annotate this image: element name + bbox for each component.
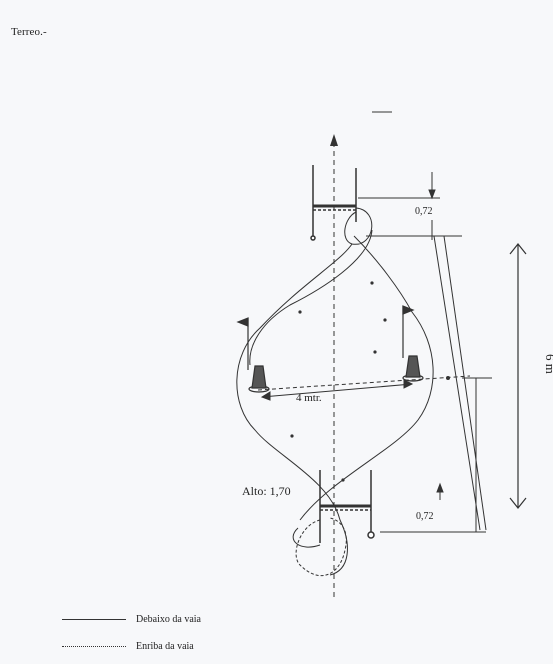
legend-solid-label: Debaixo da vaia — [136, 614, 201, 625]
right-cone-flag — [402, 305, 424, 382]
page-title: Terreo.- — [11, 26, 47, 38]
legend-solid: Debaixo da vaia — [62, 614, 201, 625]
center-axis — [330, 134, 338, 600]
midline-dashed — [257, 375, 471, 391]
total-length-label: 6 m — [543, 354, 553, 374]
gate-spacing-dimension — [366, 235, 492, 533]
course-path-solid — [236, 207, 434, 576]
width-label: 4 mtr. — [296, 392, 322, 404]
bottom-gate — [319, 470, 375, 543]
top-gate-width-label: 0,72 — [415, 206, 433, 217]
legend-dotted-label: Enriba da vaia — [136, 641, 194, 652]
legend-solid-swatch — [62, 619, 126, 621]
path-markers — [290, 281, 387, 482]
legend-dotted-swatch — [62, 646, 126, 648]
course-path-dotted — [295, 517, 347, 577]
total-length-dimension — [509, 243, 527, 509]
left-cone-flag — [236, 317, 270, 393]
gate-height-label: Alto: 1,70 — [242, 484, 291, 498]
top-gate-dimension — [358, 172, 440, 240]
legend-dotted: Enriba da vaia — [62, 641, 194, 652]
bottom-gate-width-label: 0,72 — [416, 511, 434, 522]
top-gate — [310, 165, 357, 241]
dimension-node — [446, 376, 450, 380]
width-dimension — [260, 379, 414, 401]
